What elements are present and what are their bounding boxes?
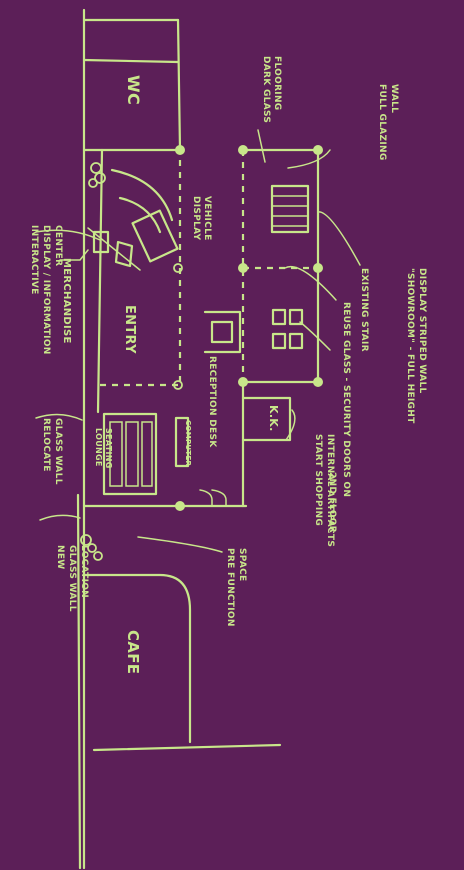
- label-line: 2ND FLOOR: [327, 472, 337, 533]
- column-dot: [175, 501, 185, 511]
- column-ring: [173, 380, 183, 390]
- label-display-vehicle: DISPLAY VEHICLE: [191, 196, 212, 241]
- label-reuse-glass: REUSE GLASS - SECURITY DOORS ON: [341, 302, 351, 497]
- label-full-glazing-wall: FULL GLAZING WALL: [377, 84, 399, 161]
- label-line: DISPLAY: [191, 196, 201, 241]
- label-line: MERCHANDISE: [61, 258, 72, 344]
- label-second-floor: 2ND FLOOR: [327, 472, 337, 533]
- label-line: CENTER: [53, 225, 63, 266]
- label-line: COMPUTER: [184, 420, 192, 467]
- label-line: CAFE: [124, 630, 142, 674]
- wc-fixtures: [88, 162, 106, 188]
- leader-lines: [35, 129, 361, 553]
- label-entry: ENTRY: [122, 305, 137, 354]
- label-existing-stair: EXISTING STAIR: [359, 268, 369, 352]
- label-pre-function-space: PRE FUNCTION SPACE: [225, 548, 247, 627]
- entry-dashed-openings: [100, 150, 318, 387]
- label-showroom-stair-wall: "SHOWROOM" - FULL HEIGHT DISPLAY STRIPED…: [405, 268, 427, 424]
- stage-arcs: [199, 489, 227, 507]
- column-dot: [238, 263, 248, 273]
- column-dot: [175, 145, 185, 155]
- label-line: "SHOWROOM" - FULL HEIGHT: [405, 268, 415, 424]
- column-dot: [238, 377, 248, 387]
- existing-stair: [270, 184, 310, 234]
- label-line: FULL GLAZING: [377, 84, 387, 161]
- label-line: REUSE GLASS - SECURITY DOORS ON: [341, 302, 351, 497]
- label-line: PRE FUNCTION: [225, 548, 235, 627]
- wc-label: WC: [124, 75, 143, 105]
- column-dot: [313, 145, 323, 155]
- label-line: GLASS WALL: [67, 545, 77, 612]
- label-start-retail: START SHOPPING INTERNAL ARTIFACTS: [313, 434, 335, 547]
- label-line: SEATING: [104, 428, 113, 469]
- column-dot: [238, 145, 248, 155]
- column-ring: [173, 263, 183, 273]
- label-interactive-display: INTERACTIVE DISPLAY / INFORMATION CENTER: [29, 225, 63, 355]
- label-line: K.K.: [267, 405, 280, 432]
- label-cafe: CAFE: [124, 630, 142, 674]
- new-glass-wall-circles: [80, 534, 103, 561]
- column-dots: [173, 145, 323, 511]
- label-line: LOCATION: [79, 545, 89, 598]
- label-wc: WC: [124, 75, 143, 105]
- label-computer: COMPUTER: [184, 420, 192, 467]
- label-dark-glass-flooring: DARK GLASS FLOORING: [261, 56, 282, 123]
- merchandise-display: [87, 227, 141, 271]
- label-kk: K.K.: [267, 405, 280, 432]
- reception-desk-shape: [203, 310, 242, 354]
- label-merchandise: MERCHANDISE: [61, 258, 72, 344]
- label-line: GLASS WALL: [53, 418, 63, 485]
- label-line: NEW: [55, 545, 65, 570]
- display-vehicle-platform: [110, 168, 179, 263]
- label-lounge-seating: LOUNGE SEATING: [94, 428, 113, 469]
- label-line: ENTRY: [122, 305, 137, 354]
- label-line: EXISTING STAIR: [359, 268, 369, 352]
- label-line: WALL: [389, 84, 399, 113]
- label-line: DISPLAY / INFORMATION: [41, 225, 51, 355]
- column-dot: [313, 377, 323, 387]
- cafe-outline: [82, 573, 192, 744]
- label-line: RECEPTION DESK: [207, 356, 217, 448]
- label-line: LOUNGE: [94, 428, 103, 467]
- label-line: RELOCATE: [41, 418, 51, 472]
- label-reception-desk: RECEPTION DESK: [207, 356, 217, 448]
- label-line: START SHOPPING: [313, 434, 323, 526]
- lounge-seating: [102, 412, 190, 496]
- column-dot: [313, 263, 323, 273]
- label-line: VEHICLE: [202, 196, 212, 241]
- label-new-glass-wall: NEW GLASS WALL LOCATION: [55, 545, 89, 612]
- label-line: DARK GLASS: [261, 56, 271, 123]
- exterior-walls: [76, 8, 282, 870]
- security-doors: [271, 308, 304, 350]
- label-line: INTERNAL ARTIFACTS: [325, 434, 335, 547]
- label-line: FLOORING: [272, 56, 282, 110]
- label-relocate-glass-wall: RELOCATE GLASS WALL: [41, 418, 63, 485]
- label-line: DISPLAY STRIPED WALL: [417, 268, 427, 394]
- label-line: SPACE: [237, 548, 247, 581]
- label-line: INTERACTIVE: [29, 225, 39, 295]
